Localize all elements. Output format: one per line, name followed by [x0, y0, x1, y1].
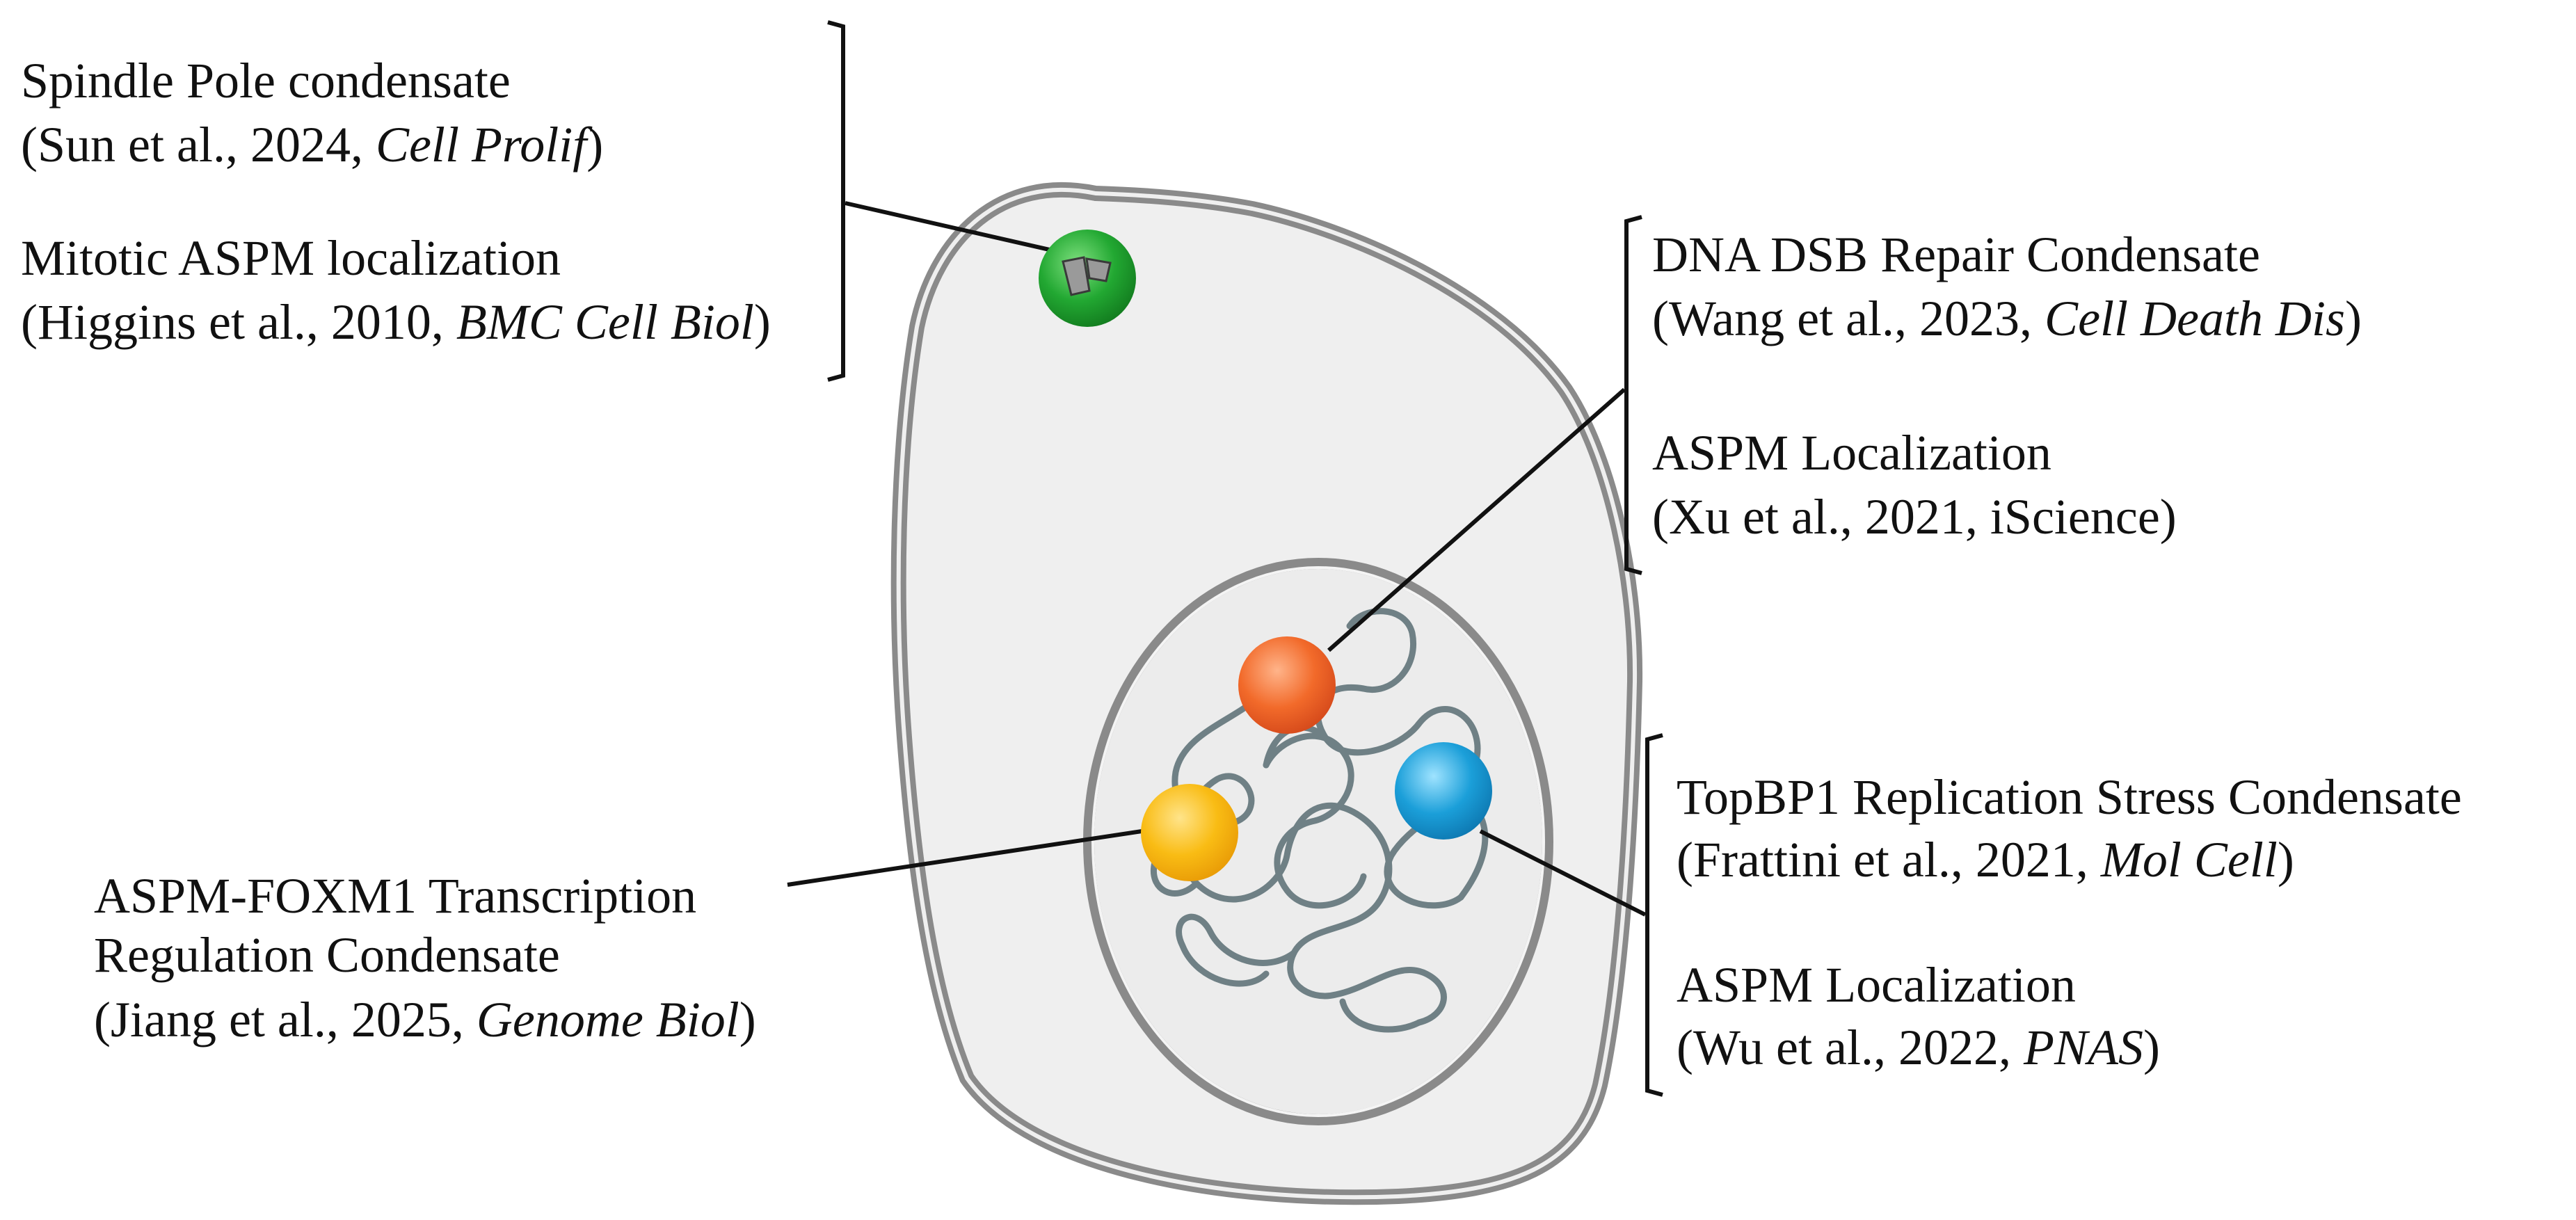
cell-membrane-inner	[896, 187, 1638, 1200]
dna-repair-subtitle: ASPM Localization	[1652, 425, 2051, 481]
connector-spindle-pole	[845, 201, 1078, 258]
spindle-pole-ref2: (Higgins et al., 2010, BMC Cell Biol)	[21, 294, 771, 350]
dna-repair-ref1: (Wang et al., 2023, Cell Death Dis)	[1652, 291, 2362, 346]
replication-stress-condensate	[1395, 742, 1492, 840]
bracket-replication-stress	[1645, 733, 1663, 1097]
label-replication-stress: TopBP1 Replication Stress Condensate (Fr…	[1677, 769, 2462, 1075]
replication-stress-ref1: (Frattini et al., 2021, Mol Cell)	[1677, 832, 2294, 888]
connector-transcription	[787, 828, 1147, 887]
label-transcription: ASPM-FOXM1 Transcription Regulation Cond…	[94, 868, 756, 1048]
transcription-title-line1: ASPM-FOXM1 Transcription	[94, 868, 696, 924]
spindle-pole-condensate	[1039, 230, 1136, 327]
dna-repair-condensate	[1238, 636, 1336, 734]
transcription-ref: (Jiang et al., 2025, Genome Biol)	[94, 992, 756, 1048]
spindle-pole-ref1: (Sun et al., 2024, Cell Prolif)	[21, 117, 603, 172]
connector-lines	[787, 201, 1647, 917]
nucleus-inner	[1091, 566, 1545, 1117]
spindle-pole-title: Spindle Pole condensate	[21, 53, 511, 109]
bracket-dna-repair	[1624, 215, 1642, 575]
centrosome-icon	[1062, 256, 1112, 296]
replication-stress-subtitle: ASPM Localization	[1677, 957, 2076, 1013]
spindle-pole-subtitle: Mitotic ASPM localization	[21, 230, 561, 286]
replication-stress-title: TopBP1 Replication Stress Condensate	[1677, 769, 2462, 825]
connector-dna-repair	[1327, 387, 1626, 652]
replication-stress-ref2: (Wu et al., 2022, PNAS)	[1677, 1020, 2160, 1075]
connector-replication-stress	[1479, 829, 1647, 917]
dna-repair-ref2: (Xu et al., 2021, iScience)	[1652, 489, 2177, 545]
label-spindle-pole: Spindle Pole condensate (Sun et al., 202…	[21, 53, 771, 350]
label-dna-repair: DNA DSB Repair Condensate (Wang et al., …	[1652, 227, 2362, 545]
transcription-title-line2: Regulation Condensate	[94, 927, 560, 983]
transcription-condensate	[1141, 784, 1238, 881]
bracket-spindle-pole	[827, 20, 845, 382]
dna-repair-title: DNA DSB Repair Condensate	[1652, 227, 2260, 282]
brackets	[827, 20, 1663, 1097]
